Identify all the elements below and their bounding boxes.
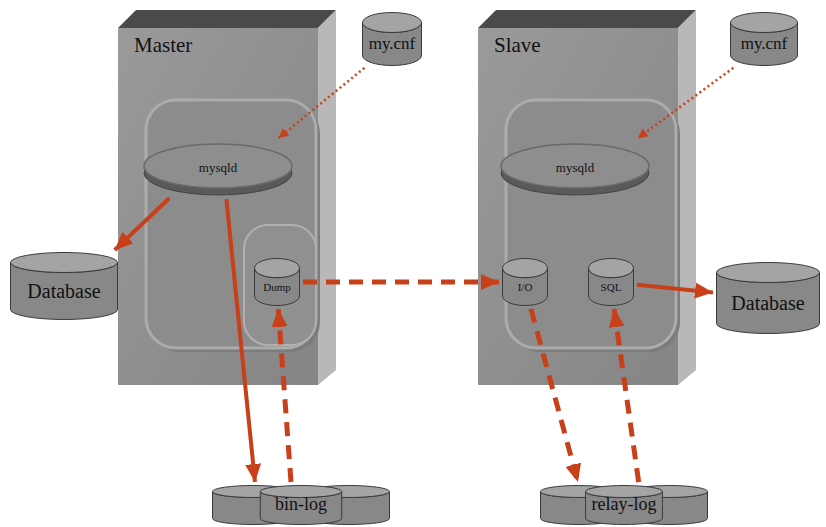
cylinder	[363, 13, 422, 66]
server-title: Master	[134, 34, 192, 57]
thread-cylinder: SQL	[588, 258, 634, 306]
server-box: Master mysqldDump	[118, 28, 318, 385]
inner-panel	[146, 100, 316, 348]
node-label: Database	[731, 292, 804, 314]
replication-arrow	[531, 309, 578, 482]
node-label: my.cnf	[741, 35, 788, 54]
cylinder-body	[260, 492, 341, 525]
node-label: bin-log	[275, 495, 327, 515]
config-cylinder: my.cnf	[362, 12, 422, 66]
replication-arrow	[278, 309, 291, 482]
block-front	[478, 28, 678, 385]
cylinder-stack	[213, 486, 390, 525]
disk-top	[144, 144, 292, 188]
database-cylinder: Database	[10, 252, 118, 320]
server-title: Slave	[494, 34, 541, 57]
cylinder-top	[11, 253, 118, 273]
cylinder-top	[731, 13, 798, 33]
cylinder	[717, 263, 820, 334]
cylinder-stack	[541, 486, 708, 525]
cylinder-top	[255, 259, 300, 278]
node-label: Database	[27, 280, 100, 302]
log-stack: relay-log	[540, 485, 708, 525]
block-side	[678, 10, 696, 385]
config-cylinder: my.cnf	[730, 12, 798, 66]
log-stack: bin-log	[212, 485, 390, 525]
block-top	[118, 10, 336, 28]
replication-arrow	[115, 198, 170, 250]
daemon-disk: mysqld	[143, 140, 293, 196]
thread-cylinder: I/O	[502, 258, 548, 306]
node-label: my.cnf	[369, 35, 416, 54]
replication-arrow	[303, 280, 499, 285]
panel-ledge	[244, 225, 316, 345]
block-front	[118, 28, 318, 385]
thread-cylinder: Dump	[254, 258, 300, 306]
node-label: Dump	[263, 281, 291, 293]
node-label: I/O	[518, 281, 533, 293]
cylinder	[11, 253, 118, 320]
node-label: mysqld	[556, 161, 594, 175]
node-label: SQL	[601, 281, 622, 293]
cylinder-top	[363, 13, 422, 33]
block-side	[318, 10, 336, 385]
disk-top	[501, 144, 649, 188]
cylinder-body	[586, 492, 663, 525]
replication-arrow	[278, 68, 364, 138]
shape-outline	[478, 28, 678, 385]
cylinder	[255, 259, 300, 306]
replication-arrow	[614, 309, 639, 482]
cylinder	[589, 259, 634, 306]
block-top	[478, 10, 696, 28]
daemon-disk: mysqld	[500, 140, 650, 196]
cylinder-top	[717, 263, 820, 283]
replication-arrow	[226, 199, 255, 482]
node-label: mysqld	[199, 161, 237, 175]
replication-arrow	[638, 68, 734, 138]
cylinder	[503, 259, 548, 306]
node-label: relay-log	[592, 495, 657, 515]
shape-outline	[118, 28, 318, 385]
replication-arrow	[637, 285, 713, 293]
database-cylinder: Database	[716, 262, 820, 334]
cylinder	[731, 13, 798, 66]
slave-block	[478, 10, 696, 385]
master-block	[118, 10, 336, 385]
cylinder-top	[589, 259, 634, 278]
server-box: Slave mysqldI/O SQL	[478, 28, 678, 385]
cylinder-top	[503, 259, 548, 278]
